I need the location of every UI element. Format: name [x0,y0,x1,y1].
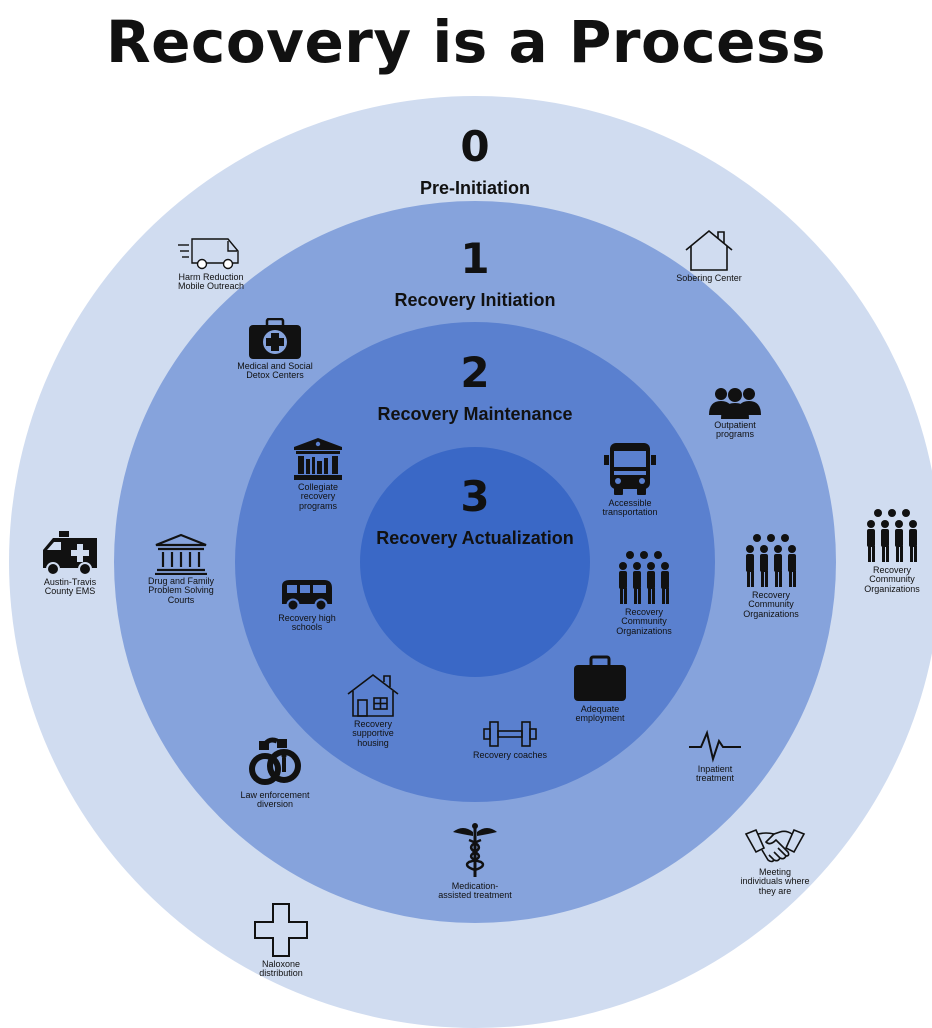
item-sobering-center: Sobering Center [639,228,779,283]
item-label: Meeting individuals where they are [740,867,810,896]
item-naloxone: Naloxone distribution [211,902,351,979]
item-label: Collegiate recovery programs [297,482,339,511]
bus-icon [604,443,656,495]
medical-kit-icon [249,318,301,359]
stage-0: 0 Pre-Initiation [325,126,625,199]
courthouse-icon [155,533,207,575]
stage-1-label: Recovery Initiation [394,290,556,310]
stage-3: 3 Recovery Actualization [325,476,625,549]
stage-2-label: Recovery Maintenance [377,404,573,424]
item-label: Recovery high schools [278,613,336,633]
item-label: Recovery supportive housing [352,719,394,748]
item-supportive-housing: Recovery supportive housing [303,672,443,748]
item-label: Inpatient treatment [695,764,735,784]
item-meeting-individuals: Meeting individuals where they are [705,826,845,896]
item-label: Adequate employment [575,704,625,724]
house-outline-icon [685,229,733,271]
stage-2: 2 Recovery Maintenance [325,352,625,425]
stage-3-number: 3 [460,472,490,521]
item-adequate-employment: Adequate employment [530,655,670,724]
people-group-icon [746,534,796,587]
item-label: Harm Reduction Mobile Outreach [177,272,245,292]
item-accessible-transportation: Accessible transportation [560,441,700,518]
stage-3-label: Recovery Actualization [376,528,574,548]
stage-1-number: 1 [460,234,490,283]
item-rco-outer: Recovery Community Organizations [822,508,932,594]
group-icon [709,388,761,419]
school-bus-icon [282,580,332,612]
item-label: Naloxone distribution [259,959,303,979]
van-icon [178,238,239,270]
item-detox-centers: Medical and Social Detox Centers [205,318,345,381]
item-law-enforcement: Law enforcement diversion [205,733,345,810]
dumbbell-icon [483,721,537,747]
item-label: Law enforcement diversion [240,790,310,810]
item-harm-reduction: Harm Reduction Mobile Outreach [141,235,281,292]
item-label: Accessible transportation [602,498,658,518]
cross-icon [254,903,308,957]
item-rco-ring1: Recovery Community Organizations [701,533,841,619]
house-icon [347,673,399,717]
stage-0-number: 0 [460,122,490,171]
item-label: Medical and Social Detox Centers [237,361,313,381]
item-label: Recovery coaches [472,750,548,760]
item-courts: Drug and Family Problem Solving Courts [111,533,251,605]
item-label: Sobering Center [676,273,742,283]
stage-1: 1 Recovery Initiation [325,238,625,311]
item-outpatient: Outpatient programs [665,385,805,440]
page-title: Recovery is a Process [105,8,827,76]
item-austin-travis-ems: Austin-Travis County EMS [0,530,140,597]
item-label: Outpatient programs [714,420,756,440]
item-label: Drug and Family Problem Solving Courts [147,576,215,605]
item-rco-ring2: Recovery Community Organizations [574,550,714,636]
item-label: Recovery Community Organizations [864,565,920,594]
library-icon [294,438,342,480]
ring-recovery-actualization [360,447,590,677]
people-group-icon [619,551,669,604]
handcuffs-icon [249,737,301,785]
caduceus-icon [453,823,497,877]
item-label: Recovery Community Organizations [743,590,799,619]
heartbeat-icon [689,729,741,763]
people-group-icon [867,509,917,562]
item-recovery-high-schools: Recovery high schools [237,578,377,633]
item-label: Austin-Travis County EMS [43,577,97,597]
briefcase-icon [574,655,626,701]
item-mat: Medication- assisted treatment [405,822,545,901]
handshake-icon [744,828,806,863]
item-label: Medication- assisted treatment [438,881,512,901]
item-collegiate: Collegiate recovery programs [248,437,388,511]
item-inpatient-treatment: Inpatient treatment [645,727,785,784]
stage-2-number: 2 [460,348,490,397]
item-recovery-coaches: Recovery coaches [440,719,580,760]
stage-0-label: Pre-Initiation [419,178,530,198]
item-label: Recovery Community Organizations [616,607,672,636]
ambulance-icon [43,531,97,576]
